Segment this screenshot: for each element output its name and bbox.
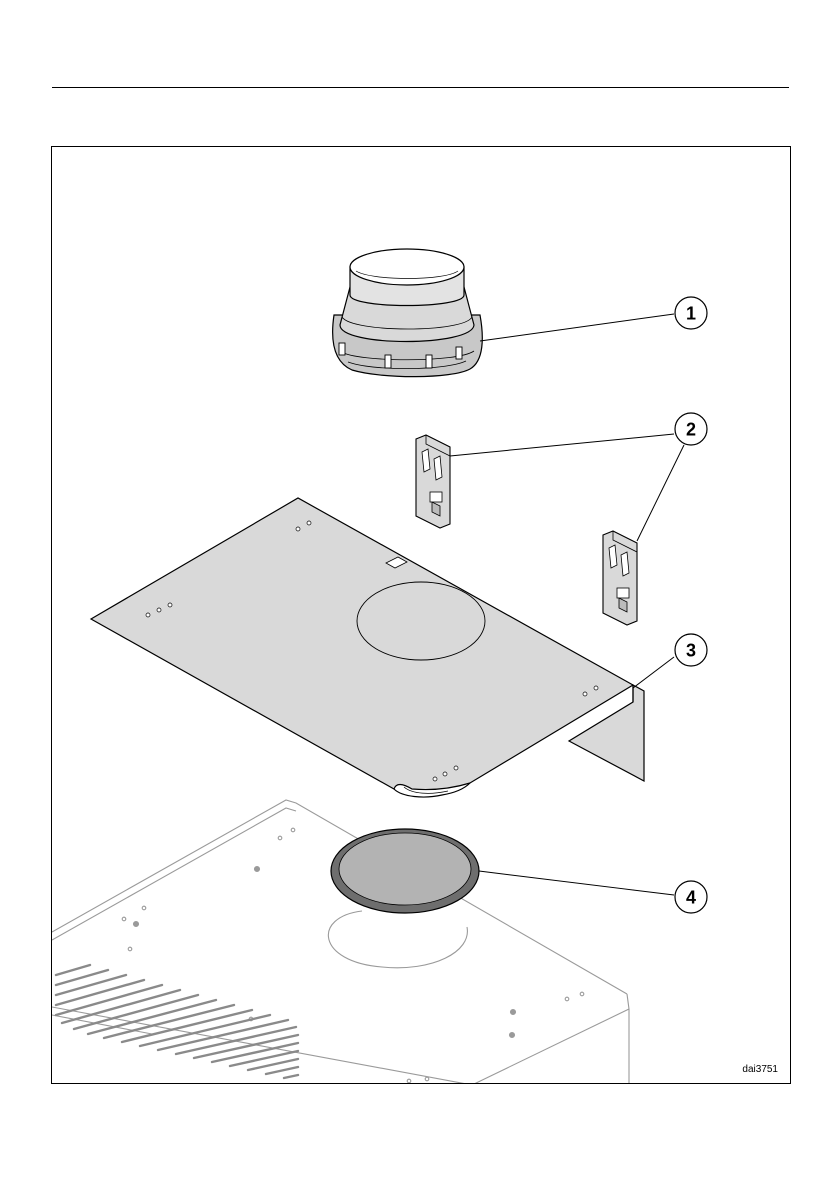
exploded-assembly-diagram: 1 2 3 4 dai3751 xyxy=(52,147,791,1084)
callout-2: 2 xyxy=(675,413,707,445)
header-rule xyxy=(52,87,789,88)
part-2-bracket-left xyxy=(416,435,450,528)
figure-frame: 1 2 3 4 dai3751 xyxy=(51,146,791,1084)
part-1-duct-connector xyxy=(333,249,483,377)
callout-2-label: 2 xyxy=(686,420,696,440)
callout-4: 4 xyxy=(675,881,707,913)
callout-3: 3 xyxy=(675,634,707,666)
part-4-gasket xyxy=(331,829,479,913)
part-3-cover-plate xyxy=(91,498,644,797)
figure-code: dai3751 xyxy=(742,1064,778,1075)
part-2-bracket-right xyxy=(603,531,637,625)
callout-1-label: 1 xyxy=(686,304,696,324)
callout-4-label: 4 xyxy=(686,888,696,908)
callout-1: 1 xyxy=(675,297,707,329)
callout-3-label: 3 xyxy=(686,641,696,661)
vent-slots xyxy=(56,965,298,1078)
hood-housing xyxy=(52,800,629,1084)
